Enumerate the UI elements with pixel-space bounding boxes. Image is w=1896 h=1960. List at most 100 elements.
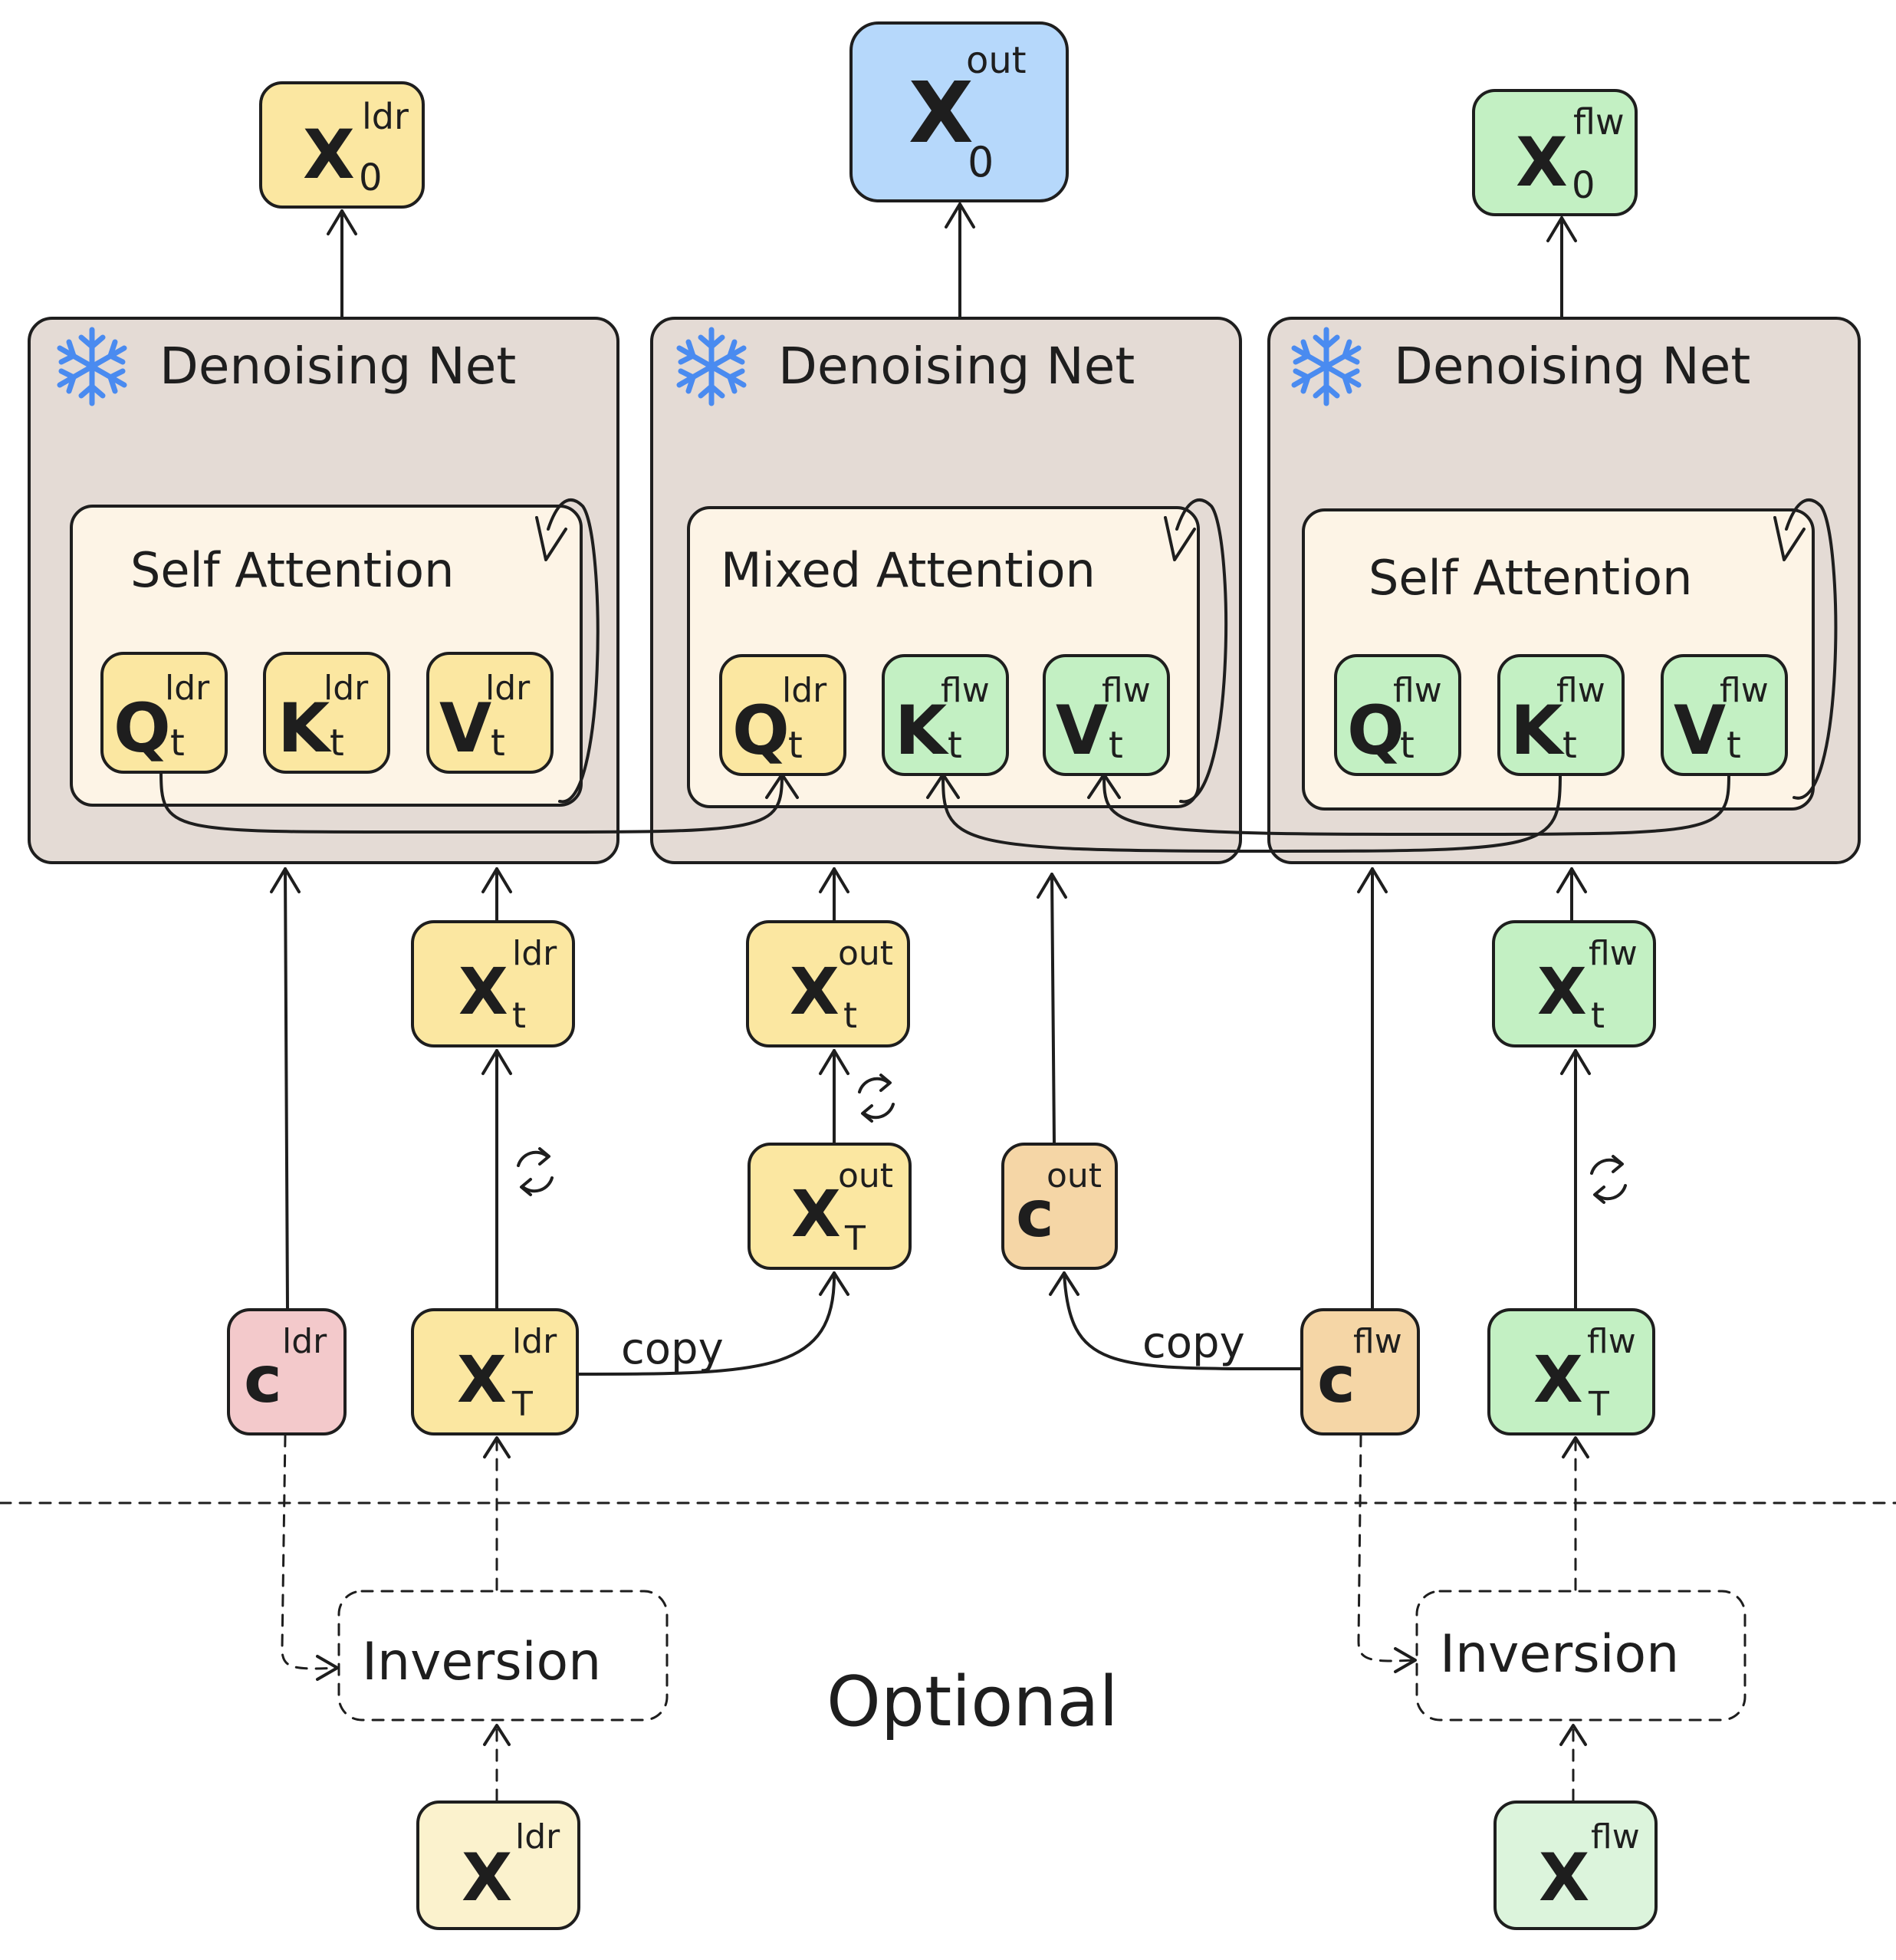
svg-text:t: t [330, 722, 344, 765]
svg-text:flw: flw [1587, 1322, 1636, 1361]
iterate-icon [517, 1147, 554, 1196]
svg-text:ldr: ldr [165, 669, 210, 708]
copy-label: copy [621, 1324, 724, 1374]
svg-text:c: c [244, 1342, 282, 1417]
xT-ldr: X ldr T [411, 1308, 579, 1435]
q-ldr-token: Q ldr t [100, 652, 228, 774]
svg-text:0: 0 [1572, 164, 1595, 207]
svg-text:K: K [278, 689, 332, 768]
svg-text:T: T [844, 1219, 866, 1258]
svg-text:ldr: ldr [782, 671, 827, 710]
svg-text:t: t [1591, 995, 1605, 1036]
inversion-label: Inversion [362, 1632, 601, 1692]
svg-text:flw: flw [1591, 1817, 1640, 1856]
svg-text:out: out [966, 39, 1027, 82]
svg-text:0: 0 [968, 138, 994, 186]
inversion-label: Inversion [1440, 1624, 1679, 1685]
x0-out-result: X out 0 [849, 21, 1069, 202]
svg-text:flw: flw [1720, 671, 1769, 710]
input-flw: X flw [1493, 1801, 1658, 1930]
svg-text:K: K [1510, 691, 1565, 770]
svg-text:flw: flw [1393, 671, 1442, 710]
svg-text:0: 0 [359, 156, 383, 199]
self-loop-arrows [535, 498, 1838, 804]
k-flw-token: K flw t [1497, 654, 1625, 776]
svg-text:ldr: ldr [282, 1322, 327, 1361]
svg-text:T: T [1588, 1385, 1609, 1424]
svg-text:X: X [457, 1342, 507, 1417]
svg-text:X: X [303, 115, 355, 194]
svg-text:V: V [1056, 691, 1108, 770]
svg-text:X: X [1539, 1840, 1589, 1916]
inversion-flw: Inversion [1415, 1590, 1746, 1722]
svg-text:ldr: ldr [512, 1322, 557, 1361]
q-ldr-token-mixed: Q ldr t [719, 654, 846, 776]
svg-text:t: t [843, 995, 857, 1036]
svg-text:Q: Q [113, 689, 171, 768]
xt-flw: X flw t [1492, 920, 1656, 1047]
qkv-tokens: Q ldr t K ldr t V ldr t Q ldr t K flw t [100, 652, 1788, 776]
iterate-icon [1590, 1155, 1627, 1204]
svg-text:X: X [1537, 954, 1587, 1029]
svg-text:ldr: ldr [515, 1817, 560, 1856]
svg-text:flw: flw [1102, 671, 1151, 710]
svg-text:flw: flw [1353, 1322, 1402, 1361]
denoising-net-ldr: Denoising Net Self Attention [28, 317, 619, 864]
svg-text:ldr: ldr [362, 96, 409, 137]
net-title: Denoising Net [778, 337, 1135, 396]
c-out: c out [1001, 1143, 1118, 1270]
input-ldr: X ldr [416, 1801, 580, 1930]
svg-text:X: X [458, 954, 508, 1029]
svg-text:out: out [838, 934, 893, 973]
copy-label: copy [1142, 1318, 1245, 1368]
v-ldr-token: V ldr t [426, 652, 554, 774]
svg-text:V: V [1674, 691, 1726, 770]
net-output-arrows [327, 202, 1577, 318]
snowflake-icon [676, 327, 747, 406]
x0-flw-output: X flw 0 [1472, 89, 1638, 216]
svg-text:t: t [491, 722, 505, 765]
attention-title: Self Attention [130, 542, 454, 598]
svg-text:t: t [788, 724, 803, 767]
input-arrows [270, 867, 1591, 1311]
copy-arrows: copy copy [576, 1271, 1303, 1376]
v-flw-token-mixed: V flw t [1043, 654, 1170, 776]
attention-connections [159, 769, 1730, 853]
svg-text:c: c [1016, 1176, 1054, 1251]
svg-text:t: t [1727, 724, 1741, 767]
snowflake-icon [57, 327, 127, 406]
svg-text:t: t [170, 722, 185, 765]
svg-text:t: t [1109, 724, 1123, 767]
svg-text:c: c [1317, 1342, 1355, 1417]
xT-flw: X flw T [1487, 1308, 1655, 1435]
svg-text:X: X [462, 1840, 512, 1916]
k-ldr-token: K ldr t [263, 652, 390, 774]
svg-text:X: X [1516, 123, 1568, 202]
svg-text:X: X [909, 64, 974, 162]
latents-t: X ldr t X out t X flw t [411, 920, 1656, 1047]
svg-text:X: X [1533, 1342, 1583, 1417]
x0-ldr-output: X ldr 0 [259, 81, 425, 209]
bottom-row: c ldr X ldr T c flw X flw T [227, 1308, 1655, 1435]
svg-text:flw: flw [1573, 101, 1625, 143]
iterate-icon [858, 1074, 895, 1123]
svg-text:ldr: ldr [324, 669, 369, 708]
xT-out: X out T [748, 1143, 912, 1270]
xt-ldr: X ldr t [411, 920, 575, 1047]
net-title: Denoising Net [1394, 337, 1750, 396]
svg-text:T: T [511, 1385, 533, 1424]
optional-label: Optional [826, 1662, 1119, 1742]
snowflake-icon [1291, 327, 1362, 406]
xt-out: X out t [746, 920, 910, 1047]
inversion-ldr: Inversion [337, 1590, 669, 1722]
svg-text:X: X [790, 954, 840, 1029]
svg-text:V: V [439, 689, 491, 768]
svg-text:t: t [1562, 724, 1577, 767]
v-flw-token: V flw t [1661, 654, 1788, 776]
svg-text:flw: flw [941, 671, 990, 710]
svg-text:ldr: ldr [485, 669, 531, 708]
svg-text:X: X [791, 1176, 841, 1251]
svg-text:t: t [948, 724, 962, 767]
q-flw-token: Q flw t [1334, 654, 1461, 776]
